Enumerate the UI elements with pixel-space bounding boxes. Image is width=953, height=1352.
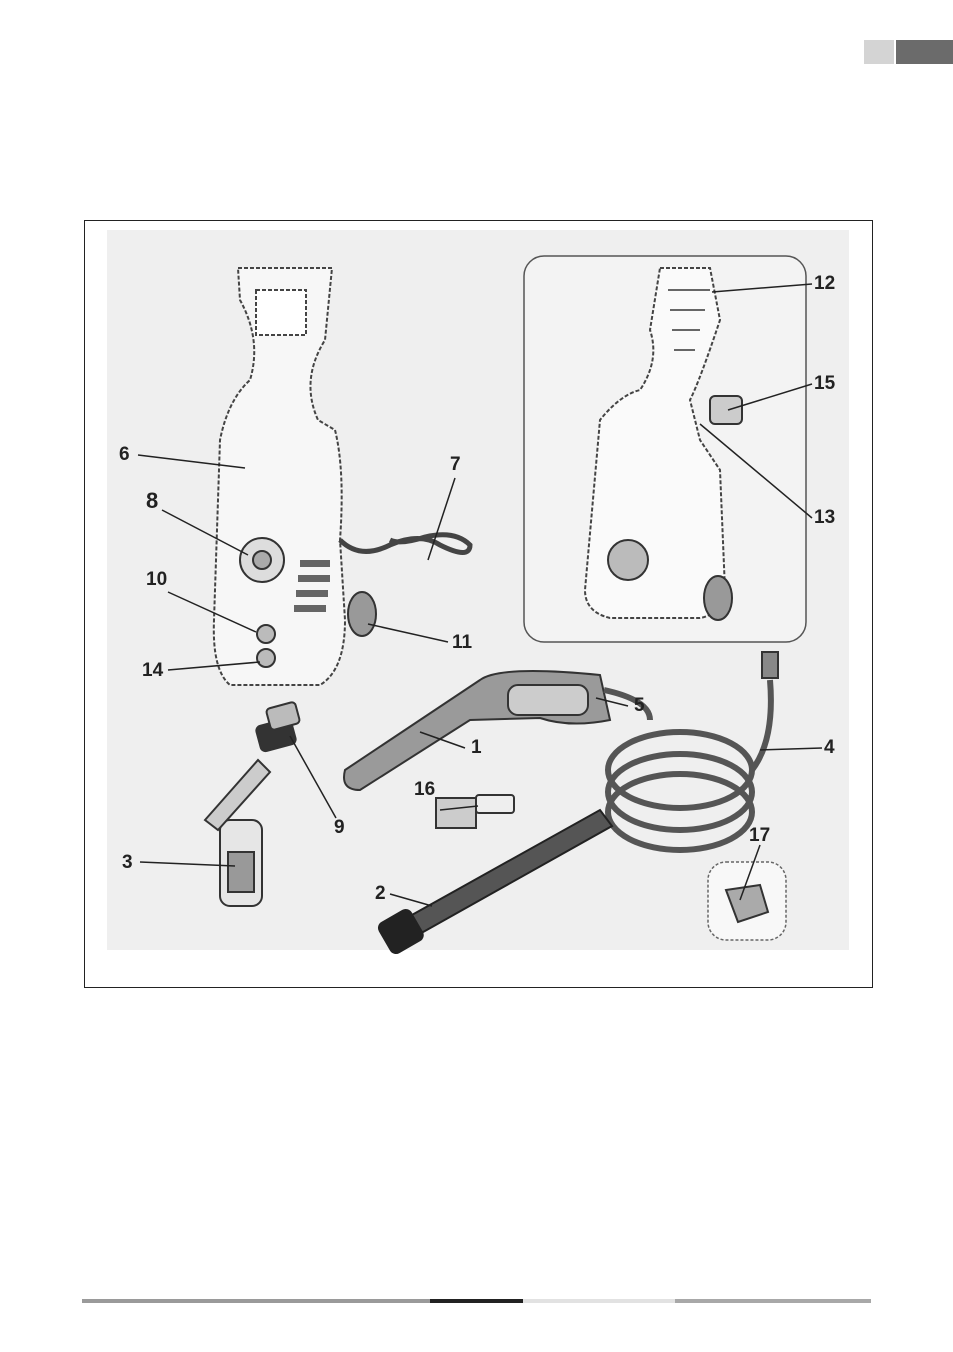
callout-11: 11: [452, 633, 472, 652]
inlet-connector-11: [348, 592, 376, 636]
callout-10: 10: [146, 570, 167, 589]
power-cord-7: [340, 535, 470, 553]
callout-9: 9: [334, 818, 345, 837]
back-holder-15: [710, 396, 742, 424]
callout-17: 17: [749, 826, 770, 845]
callout-6: 6: [119, 445, 130, 464]
footer-rule-segment-2: [430, 1299, 523, 1303]
callout-15: 15: [814, 374, 835, 393]
brush-16: [436, 795, 514, 828]
callout-3: 3: [122, 853, 133, 872]
callout-8: 8: [146, 490, 158, 512]
callout-12: 12: [814, 274, 835, 293]
callout-14: 14: [142, 661, 163, 680]
callout-4: 4: [824, 738, 835, 757]
footer-rule-segment-3: [523, 1299, 675, 1303]
callout-5: 5: [634, 696, 645, 715]
nozzle-9: [255, 701, 300, 752]
hose-4: [604, 680, 771, 850]
footer-rule-segment-4: [675, 1299, 871, 1303]
detergent-bottle-3: [205, 760, 270, 906]
trigger-gun-1: [344, 671, 610, 790]
callout-13: 13: [814, 508, 835, 527]
footer-rule-segment-1: [82, 1299, 430, 1303]
callout-2: 2: [375, 884, 386, 903]
power-switch-8: [240, 538, 284, 582]
callout-16: 16: [414, 780, 435, 799]
callout-7: 7: [450, 455, 461, 474]
lance-2: [377, 810, 612, 955]
callout-1: 1: [471, 738, 482, 757]
hose-connector: [762, 652, 778, 678]
